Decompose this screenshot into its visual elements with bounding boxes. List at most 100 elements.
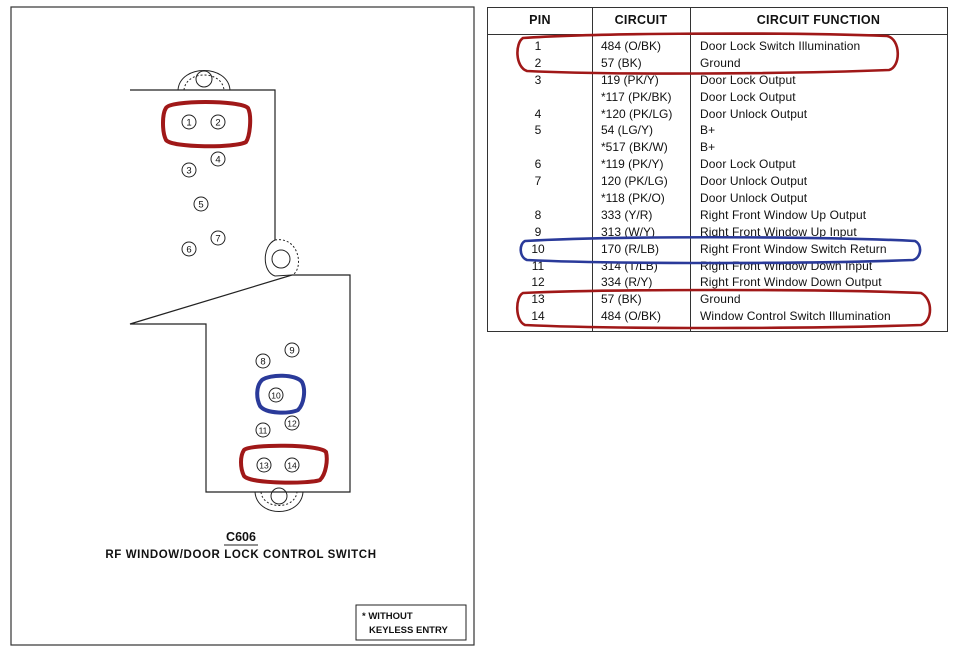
pin-label: 1 — [186, 118, 191, 129]
table-row: 9 313 (W/Y) Right Front Window Up Input — [488, 224, 947, 241]
pin-8: 8 — [255, 353, 271, 369]
table-row: 11 314 (T/LB) Right Front Window Down Inpu… — [488, 258, 947, 275]
table-row: 7 120 (PK/LG) Door Unlock Output — [488, 173, 947, 190]
pin-cell: 10 — [531, 241, 545, 256]
function-cell: Door Lock Output — [700, 89, 796, 104]
pin-circle — [181, 162, 197, 178]
function-cell: Right Front Window Down Output — [700, 275, 882, 290]
function-cell: Ground — [700, 292, 741, 307]
bottom-mounting-ear — [254, 487, 304, 512]
function-cell: Door Unlock Output — [700, 106, 808, 121]
pin-label: 11 — [259, 426, 268, 436]
header-function: CIRCUIT FUNCTION — [756, 13, 881, 27]
pin-cell: 14 — [531, 309, 545, 324]
pin-6: 6 — [181, 241, 197, 257]
circuit-cell: *119 (PK/Y) — [601, 157, 664, 172]
pin-cell: 2 — [534, 55, 542, 70]
circuit-cell: 314 (T/LB) — [601, 258, 658, 273]
pin-12: 12 — [284, 415, 300, 431]
pin-10: 10 — [268, 387, 284, 403]
circuit-cell: *117 (PK/BK) — [601, 89, 672, 104]
pin-14: 14 — [284, 457, 300, 473]
pin-label: 3 — [186, 166, 191, 177]
pin-label: 2 — [215, 118, 220, 129]
pin-2: 2 — [210, 114, 226, 130]
table-row: 14 484 (O/BK) Window Control Switch Illumi… — [488, 308, 947, 325]
pin-label: 14 — [287, 461, 297, 471]
pins-13-14-highlight — [239, 443, 329, 485]
function-cell: Right Front Window Down Input — [700, 258, 873, 273]
pin-cell: 11 — [531, 258, 545, 273]
pin-circle — [268, 387, 284, 403]
diagram-frame — [10, 6, 475, 646]
function-cell: Window Control Switch Illumination — [700, 309, 891, 324]
function-cell: Door Lock Output — [700, 157, 796, 172]
pin-10-highlight — [255, 373, 307, 415]
pin-4: 4 — [210, 151, 226, 167]
footnote-box — [355, 604, 467, 641]
pin-label: 12 — [287, 419, 297, 429]
circuit-cell: 57 (BK) — [601, 292, 642, 307]
circuit-cell: 54 (LG/Y) — [601, 123, 654, 138]
function-cell: B+ — [700, 140, 716, 155]
circuit-cell: *120 (PK/LG) — [601, 106, 673, 121]
pin-label: 13 — [259, 461, 269, 471]
pin-cell: 4 — [534, 106, 542, 121]
pin-7: 7 — [210, 230, 226, 246]
pin-9: 9 — [284, 342, 300, 358]
column-divider-2 — [690, 8, 691, 331]
pin-cell: 5 — [534, 123, 542, 138]
pin-cell: 1 — [534, 39, 542, 53]
circuit-cell: 334 (R/Y) — [601, 275, 653, 290]
pin-circle — [284, 342, 300, 358]
function-cell: Door Unlock Output — [700, 174, 808, 189]
footnote-line-2: KEYLESS ENTRY — [369, 625, 448, 636]
function-cell: Right Front Window Up Input — [700, 224, 857, 239]
circuit-cell: *118 (PK/O) — [601, 191, 665, 206]
pin-circle — [181, 241, 197, 257]
column-divider-1 — [592, 8, 593, 331]
circuit-cell: 119 (PK/Y) — [601, 72, 659, 87]
pin-label: 10 — [271, 391, 281, 401]
table-row: *517 (BK/W) B+ — [488, 139, 947, 156]
circuit-cell: *517 (BK/W) — [601, 140, 668, 155]
header-pin: PIN — [529, 13, 551, 27]
pin-5: 5 — [193, 196, 209, 212]
pin-label: 6 — [186, 245, 191, 256]
circuit-cell: 484 (O/BK) — [601, 309, 662, 324]
table-row: *118 (PK/O) Door Unlock Output — [488, 190, 947, 207]
pin-cell: 13 — [531, 292, 545, 307]
pin-1: 1 — [181, 114, 197, 130]
pin-13: 13 — [256, 457, 272, 473]
pin-circle — [210, 151, 226, 167]
pin-cell: 9 — [534, 224, 542, 239]
pin-circle — [181, 114, 197, 130]
function-cell: Ground — [700, 55, 741, 70]
function-cell: Door Unlock Output — [700, 191, 808, 206]
pin-circle — [193, 196, 209, 212]
table-row: *117 (PK/BK) Door Lock Output — [488, 89, 947, 106]
circuit-cell: 57 (BK) — [601, 55, 642, 70]
pin-label: 5 — [198, 200, 203, 211]
pin-3: 3 — [181, 162, 197, 178]
pin-circle — [210, 114, 226, 130]
table-row: 6*119 (PK/Y)Door Lock Output — [488, 156, 947, 173]
pin-circle — [256, 457, 272, 473]
pin-cell: 7 — [534, 174, 542, 189]
top-mounting-ear — [177, 70, 231, 91]
footnote-line-1: * WITHOUT — [362, 611, 413, 622]
connector-outline — [129, 89, 351, 493]
circuit-cell: 120 (PK/LG) — [601, 174, 668, 189]
circuit-cell: 484 (O/BK) — [601, 39, 662, 53]
circuit-cell: 313 (W/Y) — [601, 224, 656, 239]
function-cell: Right Front Window Up Output — [700, 207, 867, 222]
table-row: 13 57 (BK) Ground — [488, 291, 947, 308]
connector-id: C606 — [226, 530, 256, 544]
